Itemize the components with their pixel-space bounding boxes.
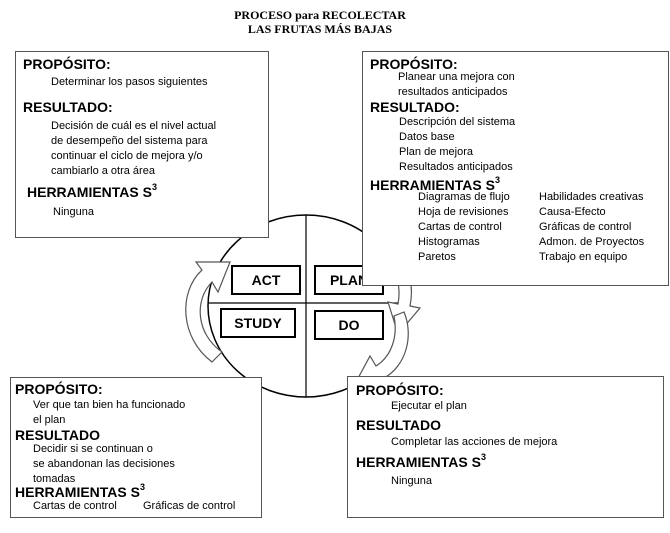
plan-tool-col2-1: Habilidades creativas	[539, 191, 644, 203]
do-tools-text: Ninguna	[391, 475, 432, 487]
do-purpose-heading: PROPÓSITO:	[356, 382, 444, 398]
study-result-heading: RESULTADO	[15, 427, 101, 443]
plan-tool-col2-3: Gráficas de control	[539, 221, 632, 233]
plan-result-line-1: Descripción del sistema	[399, 116, 516, 128]
act-result-line-4: cambiarlo a otra área	[51, 165, 155, 177]
plan-tool-col1-2: Hoja de revisiones	[418, 206, 509, 218]
plan-tools-heading: HERRAMIENTAS S3	[370, 175, 500, 193]
act-result-line-3: continuar el ciclo de mejora y/o	[51, 150, 203, 162]
plan-tool-col2-5: Trabajo en equipo	[539, 251, 628, 263]
do-info-box	[347, 376, 664, 518]
plan-tool-col1-4: Histogramas	[418, 236, 480, 248]
do-result-text: Completar las acciones de mejora	[391, 436, 558, 448]
plan-result-line-4: Resultados anticipados	[399, 161, 513, 173]
plan-purpose-heading: PROPÓSITO:	[370, 56, 458, 72]
study-info-box	[10, 377, 262, 518]
plan-tool-col1-3: Cartas de control	[418, 221, 502, 233]
study-result-line-3: tomadas	[33, 473, 76, 485]
study-purpose-heading: PROPÓSITO:	[15, 381, 103, 397]
study-tools-heading-text: HERRAMIENTAS S	[15, 484, 140, 500]
do-result-heading: RESULTADO	[356, 417, 442, 433]
plan-result-line-2: Datos base	[399, 131, 455, 143]
act-tools-heading-text: HERRAMIENTAS S	[27, 184, 152, 200]
act-result-heading: RESULTADO:	[23, 99, 113, 115]
plan-tool-col2-4: Admon. de Proyectos	[539, 236, 645, 248]
plan-info-box	[362, 51, 669, 286]
study-tools-superscript: 3	[139, 482, 145, 492]
act-result-line-1: Decisión de cuál es el nivel actual	[51, 120, 217, 132]
plan-result-line-3: Plan de mejora	[399, 146, 473, 158]
study-result-line-2: se abandonan las decisiones	[33, 458, 175, 470]
act-purpose-heading: PROPÓSITO:	[23, 56, 111, 72]
act-tools-superscript: 3	[151, 182, 157, 192]
do-tools-heading: HERRAMIENTAS S3	[356, 452, 486, 470]
diagram-title: PROCESO para RECOLECTAR LAS FRUTAS MÁS B…	[205, 8, 435, 36]
do-purpose-text: Ejecutar el plan	[391, 400, 467, 412]
plan-result-heading: RESULTADO:	[370, 99, 460, 115]
study-stage-label: STUDY	[220, 308, 296, 338]
study-tools-heading: HERRAMIENTAS S3	[15, 482, 145, 500]
study-purpose-line-2: el plan	[33, 414, 66, 426]
plan-purpose-line-2: resultados anticipados	[398, 86, 508, 98]
plan-tools-superscript: 3	[494, 175, 500, 185]
do-stage-label: DO	[314, 310, 384, 340]
study-purpose-line-1: Ver que tan bien ha funcionado	[33, 399, 186, 411]
study-tool-2: Gráficas de control	[143, 500, 236, 512]
plan-tool-col2-2: Causa-Efecto	[539, 206, 606, 218]
act-purpose-text: Determinar los pasos siguientes	[51, 76, 208, 88]
plan-tool-col1-1: Diagramas de flujo	[418, 191, 510, 203]
plan-tool-col1-5: Paretos	[418, 251, 456, 263]
act-result-line-2: de desempeño del sistema para	[51, 135, 208, 147]
study-tool-1: Cartas de control	[33, 500, 117, 512]
do-tools-heading-text: HERRAMIENTAS S	[356, 454, 481, 470]
do-tools-superscript: 3	[480, 452, 486, 462]
act-tools-heading: HERRAMIENTAS S3	[27, 182, 157, 200]
act-info-box	[15, 51, 269, 238]
plan-purpose-line-1: Planear una mejora con	[398, 71, 515, 83]
act-stage-label: ACT	[231, 265, 301, 295]
title-line-1: PROCESO para RECOLECTAR	[234, 8, 406, 22]
act-tools-text: Ninguna	[53, 206, 94, 218]
title-line-2: LAS FRUTAS MÁS BAJAS	[247, 22, 393, 36]
study-result-line-1: Decidir si se continuan o	[33, 443, 153, 455]
plan-tools-heading-text: HERRAMIENTAS S	[370, 177, 495, 193]
arrow-study-to-act	[185, 261, 231, 363]
